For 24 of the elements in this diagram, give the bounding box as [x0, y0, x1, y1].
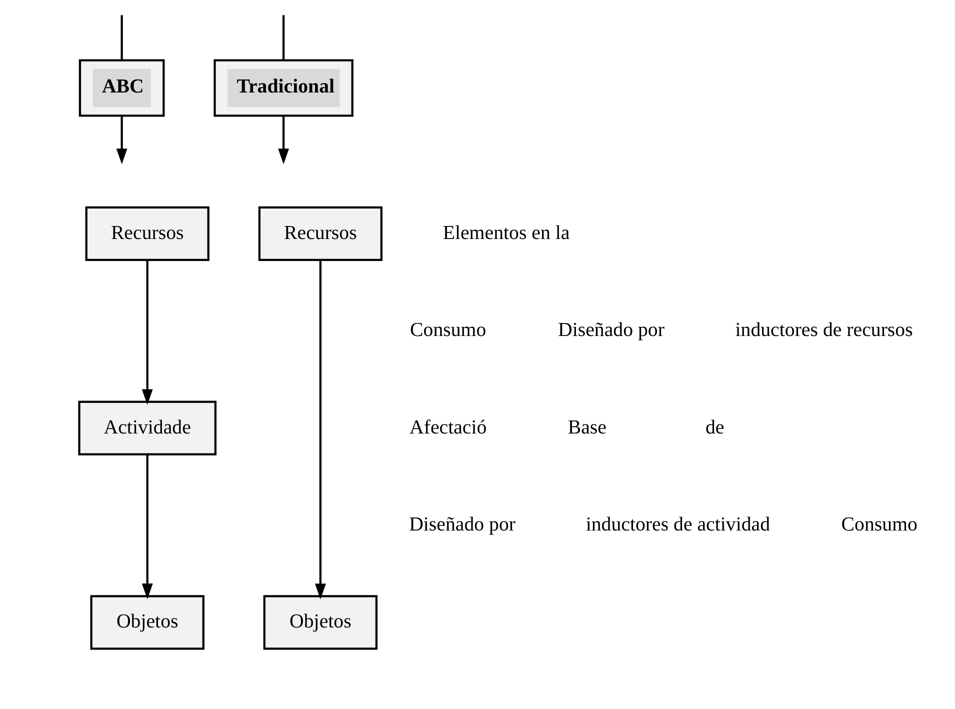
arrow [278, 116, 289, 164]
node-box: ABC [78, 59, 164, 117]
node-box: Objetos [90, 595, 204, 650]
arrow [141, 260, 152, 405]
label: Afectació [409, 416, 486, 438]
arrow [116, 116, 127, 164]
label: Elementos en la [442, 222, 570, 244]
arrow [314, 260, 326, 600]
label: Base [567, 416, 606, 438]
connector [120, 15, 122, 60]
label: inductores de recursos [734, 319, 912, 342]
label: Consumo [840, 514, 917, 536]
node-box: Recursos [84, 206, 209, 262]
node-box: Recursos [258, 206, 382, 262]
arrow [141, 454, 152, 600]
label: de [704, 416, 724, 438]
label: Diseñado por [408, 514, 516, 536]
connector [282, 15, 284, 60]
node-box: Tradicional [213, 59, 353, 117]
node-box: Objetos [262, 595, 378, 650]
label: inductores de actividad [585, 514, 770, 536]
label: Consumo [410, 319, 486, 342]
node-box: Actividade [78, 400, 216, 456]
label: Diseñado por [558, 319, 664, 342]
